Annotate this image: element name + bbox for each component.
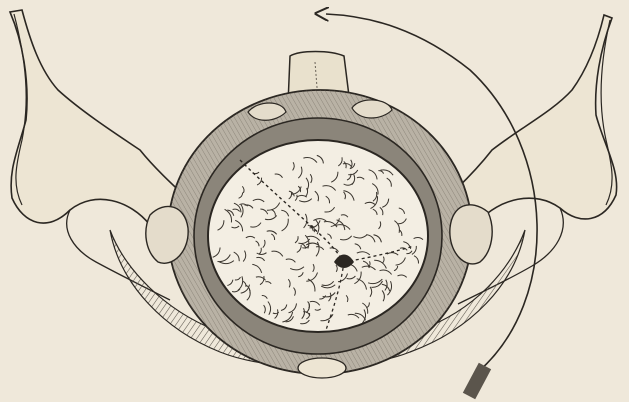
right-ischial-spine <box>450 205 492 264</box>
coccyx <box>298 358 346 378</box>
